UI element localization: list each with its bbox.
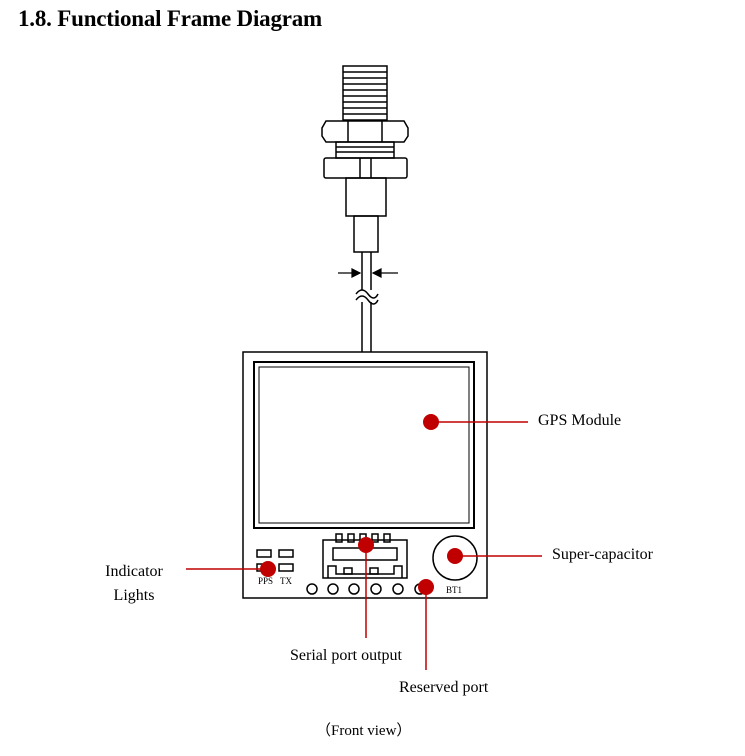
gps-module-label: GPS Module — [538, 412, 622, 429]
serial-port-marker — [358, 537, 374, 553]
callout-markers — [260, 414, 463, 595]
callout-lines — [186, 421, 542, 670]
indicator-lights-label: Indicator Lights — [105, 563, 163, 604]
tx-label: TX — [280, 576, 292, 586]
pps-label: PPS — [258, 576, 273, 586]
diagram-title: 1.8. Functional Frame Diagram — [18, 6, 323, 31]
antenna-connector — [321, 65, 409, 352]
super-capacitor-label: Super-capacitor — [552, 546, 653, 563]
serial-port-label: Serial port output — [290, 647, 402, 664]
reserved-port-marker — [418, 579, 434, 595]
pcb-board — [242, 351, 488, 599]
bt1-label: BT1 — [446, 585, 462, 595]
gps-module-marker — [423, 414, 439, 430]
indicator-lights-marker — [260, 561, 276, 577]
front-view-caption: （Front view） — [316, 723, 412, 739]
reserved-port-label: Reserved port — [399, 679, 489, 696]
cable-dimension-arrows — [338, 268, 398, 278]
super-capacitor-marker — [447, 548, 463, 564]
